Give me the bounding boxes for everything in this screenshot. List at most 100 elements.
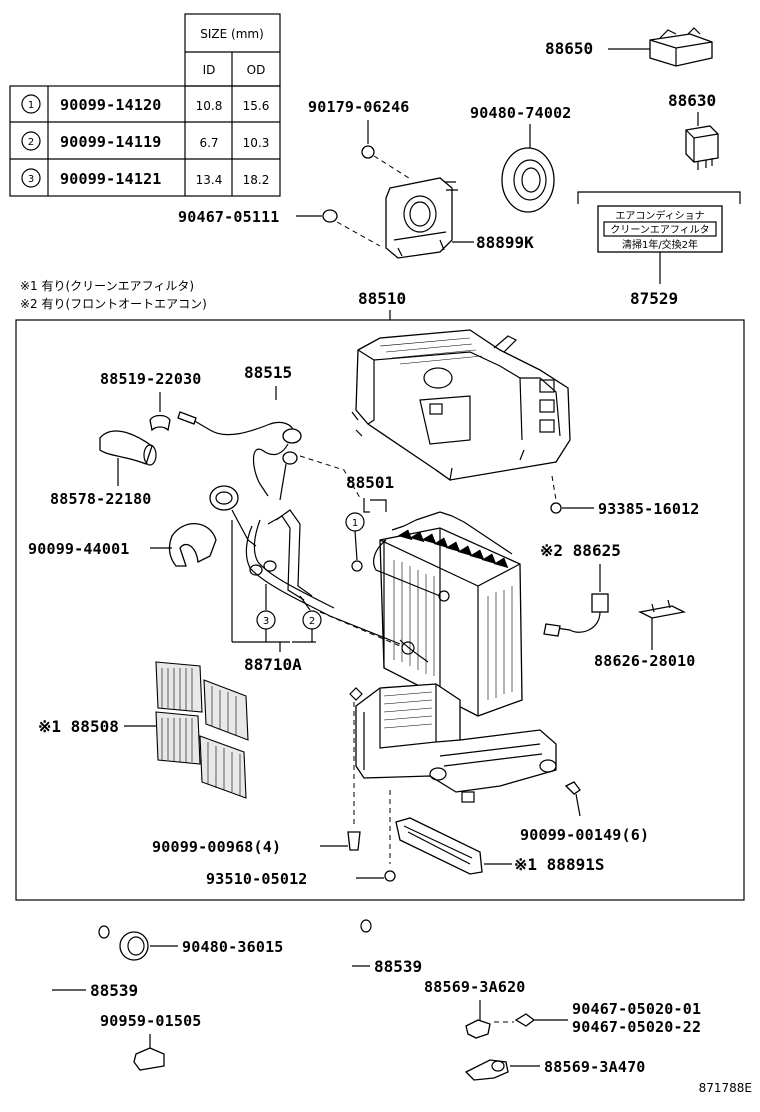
row-part-number: 90099-14121 [60,170,162,188]
part-90480-36015[interactable]: 90480-36015 [119,931,284,961]
sensor-icon [282,428,302,444]
clip-icon [361,145,375,159]
note-2: ※2 有り(フロントオートエアコン) [20,297,207,311]
clip-icon [347,831,361,851]
part-label-88891S: ※1 88891S [514,855,604,874]
part-label-88519-22030: 88519-22030 [100,370,202,388]
label-line-1: エアコンディショナ [615,209,704,222]
part-93385-16012[interactable]: 93385-16012 [550,475,700,518]
part-label-88515: 88515 [244,363,292,382]
relay-bracket-icon [649,33,713,67]
row-part-number: 90099-14119 [60,133,162,151]
row-part-number: 90099-14120 [60,96,162,114]
filter-element-icon [155,711,201,765]
part-88891S[interactable]: ※1 88891S [395,817,604,875]
row-number: 1 [28,100,34,111]
caution-label-card [597,205,723,253]
grommet-icon [501,147,555,213]
filter-element-icon [199,735,247,799]
filter-element-icon [155,661,203,713]
size-table-col-id: ID [203,63,216,77]
part-88508[interactable]: ※1 88508 [38,661,249,799]
part-88519-22030[interactable]: 88519-22030 [100,370,202,432]
part-label-88625: ※2 88625 [540,541,621,560]
part-label-88508: ※1 88508 [38,717,119,736]
row-od: 10.3 [243,136,270,150]
part-88625[interactable]: ※2 88625 [540,541,621,637]
size-table-header: SIZE (mm) [200,27,264,41]
part-88630[interactable]: 88630 [668,91,719,170]
part-90099-44001[interactable]: 90099-44001 [28,485,257,567]
part-label-88569-3A620: 88569-3A620 [424,978,526,996]
part-88626-28010[interactable]: 88626-28010 [594,599,696,670]
row-number: 2 [28,137,34,148]
callout-1: 1 [352,518,358,529]
part-90480-74002[interactable]: 90480-74002 [470,104,572,213]
part-88710A[interactable]: 3 2 88710A [231,509,401,674]
relay-icon [685,125,719,163]
part-label-88626-28010: 88626-28010 [594,652,696,670]
part-label-90959-01505: 90959-01505 [100,1012,202,1030]
part-label-88510: 88510 [358,289,406,308]
part-88899K[interactable]: 88899K [385,177,534,259]
size-table: SIZE (mm) ID OD 1 90099-14120 10.8 15.6 … [9,13,281,197]
part-90467-05111[interactable]: 90467-05111 [178,208,381,247]
part-88539-left[interactable]: 88539 [42,913,138,1066]
size-table-col-od: OD [247,63,266,77]
part-label-88539-right: 88539 [374,957,422,976]
part-93510-05012[interactable]: 93510-05012 [206,790,396,888]
part-88569-3A620[interactable]: 88569-3A620 [424,978,526,1039]
screw-icon [384,870,396,882]
part-88539-right[interactable]: 88539 [318,917,422,1079]
row-id: 6.7 [199,136,218,150]
part-label-90099-44001: 90099-44001 [28,540,130,558]
part-label-88501: 88501 [346,473,394,492]
filter-cover-icon [395,817,483,875]
part-88650[interactable]: 88650 [545,27,713,67]
row-number: 3 [28,174,34,185]
clip-icon [514,1013,536,1027]
part-label-90467-05020-01: 90467-05020-01 [572,1000,701,1018]
row-id: 10.8 [196,99,223,113]
part-88569-3A470[interactable]: 88569-3A470 [464,1058,646,1081]
note-1: ※1 有り(クリーンエアフィルタ) [20,279,194,293]
part-label-90480-36015: 90480-36015 [182,938,284,956]
part-label-93510-05012: 93510-05012 [206,870,308,888]
terminal-icon [637,605,687,619]
part-label-88710A: 88710A [244,655,302,674]
part-88515[interactable]: 88515 [177,363,361,501]
clamp-icon [464,1059,509,1081]
insulator-icon [168,523,217,567]
part-90099-00149[interactable]: 90099-00149(6) [520,781,649,844]
part-label-90099-00968: 90099-00968(4) [152,838,281,856]
clamp-icon [149,414,171,432]
callout-3: 3 [263,616,269,627]
part-label-88899K: 88899K [476,233,534,252]
drawing-number: 871788E [699,1081,752,1095]
part-88578-22180[interactable]: 88578-22180 [50,430,157,508]
row-id: 13.4 [196,173,223,187]
part-90959-01505[interactable]: 90959-01505 [100,1012,202,1071]
callout-2: 2 [309,616,315,627]
part-label-88578-22180: 88578-22180 [50,490,152,508]
part-87529[interactable]: エアコンディショナ クリーンエアフィルタ 清掃1年/交換2年 87529 [577,191,741,308]
part-label-90467-05111: 90467-05111 [178,208,280,226]
part-90467-05020[interactable]: 90467-05020-01 90467-05020-22 [494,1000,701,1036]
label-line-3: 清掃1年/交換2年 [622,238,698,251]
part-label-90099-00149: 90099-00149(6) [520,826,649,844]
screw-icon [564,781,581,795]
part-90099-00968[interactable]: 90099-00968(4) [152,702,361,856]
upper-case-illustration [351,329,571,482]
lower-case-illustration [349,683,557,803]
clamp-icon [465,1019,491,1039]
part-88501[interactable]: 88501 1 [345,473,523,717]
assembly-frame [15,319,745,901]
part-label-87529: 87529 [630,289,678,308]
clip-icon [322,209,338,223]
label-line-2: クリーンエアフィルタ [610,224,709,236]
part-label-90179-06246: 90179-06246 [308,98,410,116]
filter-element-icon [203,679,249,741]
part-88510[interactable]: 88510 [15,289,745,901]
part-90179-06246[interactable]: 90179-06246 [308,98,413,181]
